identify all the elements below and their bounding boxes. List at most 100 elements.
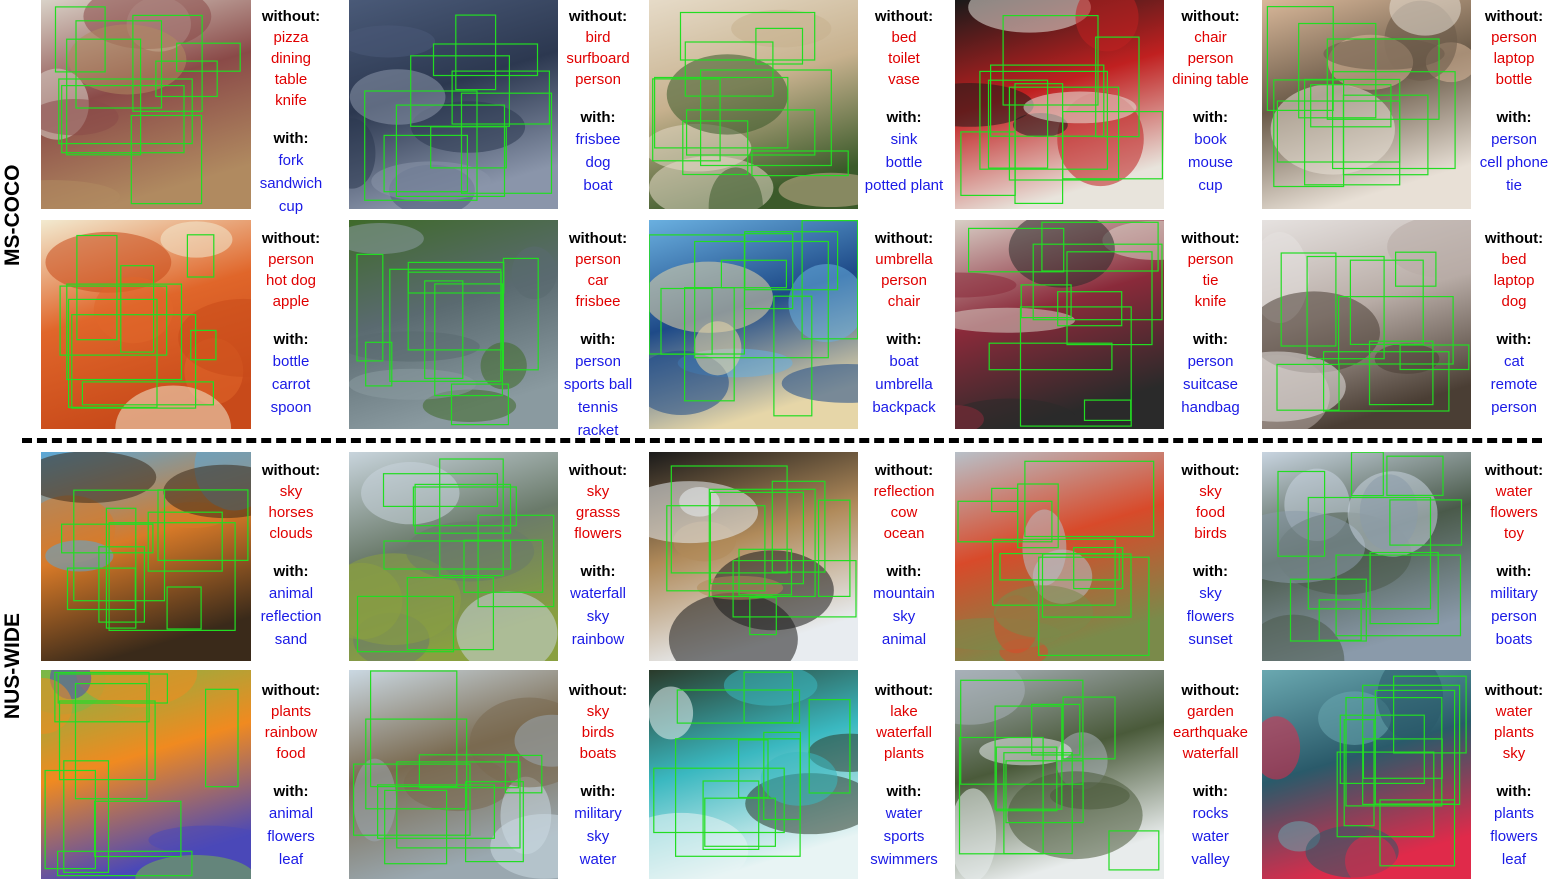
- detection-box: [1108, 830, 1160, 871]
- with-header: with:: [1193, 563, 1228, 580]
- detection-box: [356, 595, 455, 653]
- detection-box: [1339, 714, 1425, 784]
- detection-box: [751, 150, 849, 177]
- with-header: with:: [580, 563, 616, 580]
- with-tag: person: [1491, 399, 1537, 416]
- detection-box: [676, 689, 801, 724]
- with-tag: tennis racket: [577, 399, 619, 439]
- with-tag: bottle: [272, 353, 310, 370]
- detection-box: [370, 670, 458, 788]
- detection-box: [675, 738, 801, 857]
- detection-box: [684, 41, 774, 97]
- detection-box: [1336, 751, 1435, 838]
- with-tag: rainbow: [571, 631, 625, 648]
- without-tag: waterfall: [876, 724, 932, 741]
- detection-box: [958, 736, 1044, 855]
- detection-box: [75, 20, 163, 109]
- without-header: without:: [1484, 8, 1544, 25]
- with-tag: waterfall: [570, 585, 626, 602]
- without-tag: birds: [581, 724, 615, 741]
- example-image: [1262, 670, 1471, 879]
- example-image: [41, 0, 251, 209]
- example-image: [955, 220, 1164, 429]
- detection-box: [994, 705, 1063, 810]
- detection-box: [1379, 799, 1456, 867]
- without-tag: bed: [1501, 251, 1527, 268]
- without-tag: toy: [1503, 525, 1524, 542]
- detection-box: [66, 567, 136, 611]
- detection-box: [1349, 259, 1424, 345]
- with-tag: person: [575, 353, 621, 370]
- detection-box: [412, 486, 517, 527]
- detection-box: [166, 586, 202, 630]
- with-tag: boat: [889, 353, 919, 370]
- with-header: with:: [580, 109, 616, 126]
- with-tag: suitcase: [1182, 376, 1239, 393]
- detection-box: [1031, 703, 1081, 756]
- with-tag: dog: [585, 154, 611, 171]
- without-header: without:: [568, 8, 628, 25]
- detection-box: [57, 673, 168, 704]
- with-header: with:: [273, 130, 309, 147]
- detection-box: [1350, 452, 1384, 497]
- detection-box: [439, 458, 504, 577]
- detection-box: [365, 341, 393, 387]
- with-tag: cup: [278, 198, 304, 215]
- detection-box: [93, 800, 182, 858]
- without-header: without:: [261, 230, 321, 247]
- detection-box: [424, 280, 464, 380]
- detection-box: [383, 134, 469, 193]
- detection-box: [1280, 252, 1337, 347]
- without-tag: dining table: [270, 50, 312, 88]
- detection-box: [1041, 553, 1132, 618]
- detection-box: [743, 671, 794, 724]
- detection-box: [1337, 295, 1454, 365]
- with-tag: mountain: [873, 585, 935, 602]
- without-tag: plants: [1493, 724, 1535, 741]
- detection-box: [720, 259, 788, 289]
- detection-box: [1393, 675, 1467, 754]
- without-tag: flowers: [574, 525, 622, 542]
- with-tag: backpack: [872, 399, 936, 416]
- without-tag: bed: [891, 29, 917, 46]
- with-tag: water: [579, 851, 617, 868]
- detection-box: [383, 540, 512, 570]
- with-tag: animal: [881, 631, 927, 648]
- with-header: with:: [886, 109, 922, 126]
- without-tag: boats: [579, 745, 617, 762]
- without-header: without:: [874, 682, 934, 699]
- with-header: with:: [273, 563, 309, 580]
- detection-box: [432, 43, 539, 77]
- detection-box: [960, 679, 1084, 785]
- detection-box: [1289, 578, 1367, 642]
- detection-box: [694, 240, 829, 359]
- detection-box: [682, 120, 749, 176]
- without-tag: sky: [1502, 745, 1526, 762]
- detection-box: [1032, 243, 1163, 321]
- with-tag: flowers: [1186, 608, 1235, 625]
- detection-box: [666, 505, 766, 592]
- detection-box: [460, 92, 553, 194]
- detection-box: [120, 265, 155, 353]
- with-tag: valley: [1191, 851, 1230, 868]
- without-tag: person: [575, 71, 621, 88]
- detection-box: [653, 76, 789, 149]
- detection-box: [749, 597, 777, 636]
- without-tag: clouds: [269, 525, 313, 542]
- without-tag: horses: [268, 504, 314, 521]
- detection-box: [98, 546, 146, 623]
- example-image: [1262, 0, 1471, 209]
- without-tag: plants: [270, 703, 312, 720]
- without-tag: dog: [1501, 293, 1527, 310]
- detection-box: [68, 298, 158, 408]
- detection-box: [130, 114, 203, 205]
- with-header: with:: [1496, 331, 1532, 348]
- without-tag: ocean: [883, 525, 925, 542]
- detection-box: [364, 90, 478, 201]
